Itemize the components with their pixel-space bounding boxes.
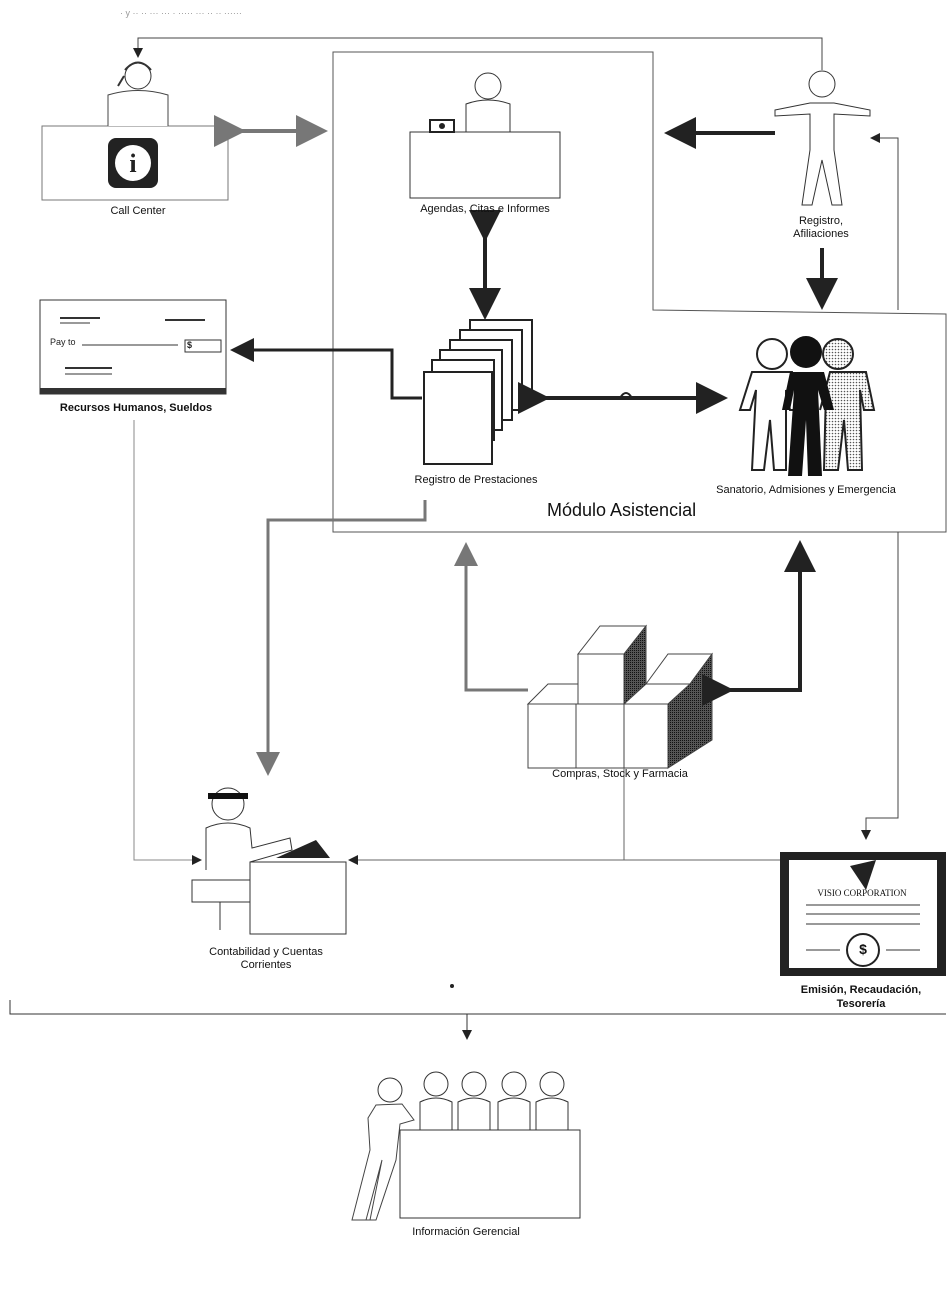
registro-label-line1: Registro, xyxy=(798,215,844,227)
accountant-icon xyxy=(191,787,347,935)
compras-label: Compras, Stock y Farmacia xyxy=(552,768,688,780)
people-group-icon xyxy=(738,336,876,476)
emision-label-line2: Tesorería xyxy=(836,998,886,1010)
registro-label-line2: Afiliaciones xyxy=(793,228,849,240)
documents-stack-icon xyxy=(423,319,533,465)
meeting-icon xyxy=(351,1071,581,1221)
emision-feedback-line xyxy=(870,133,899,310)
recursos-label: Recursos Humanos, Sueldos xyxy=(59,402,213,414)
feedback-line xyxy=(133,37,823,70)
call-center-label: Call Center xyxy=(110,205,166,217)
agendas-desk-icon xyxy=(409,72,561,199)
certificate-icon xyxy=(780,852,946,976)
call-center-icon: i xyxy=(41,61,229,201)
check-dollar: $ xyxy=(187,340,193,350)
emision-down-line xyxy=(861,532,899,840)
modulo-title: Módulo Asistencial xyxy=(547,500,697,520)
contabilidad-label-line2: Corrientes xyxy=(240,959,292,971)
sanatorio-label: Sanatorio, Admisiones y Emergencia xyxy=(716,484,896,496)
modulo-asistencial-boundary xyxy=(332,51,947,533)
prestaciones-contabilidad-arrow xyxy=(256,500,427,776)
certificate-dollar: $ xyxy=(859,941,867,957)
check-icon xyxy=(39,299,227,395)
gerencial-bracket xyxy=(9,1000,946,1015)
prestaciones-label: Registro de Prestaciones xyxy=(414,474,538,486)
agendas-label: Agendas, Citas e Informes xyxy=(420,203,550,215)
info-icon: i xyxy=(129,149,136,178)
stray-dot xyxy=(450,984,454,988)
contabilidad-label-line1: Contabilidad y Cuentas xyxy=(209,946,323,958)
compras-prestaciones-arrow xyxy=(454,542,528,692)
check-payto: Pay to xyxy=(50,337,76,347)
emision-label-line1: Emisión, Recaudación, xyxy=(800,984,922,996)
compras-sanatorio-arrow xyxy=(702,540,816,706)
prestaciones-recursos-arrow xyxy=(230,338,422,400)
recursos-contabilidad-line xyxy=(133,420,202,865)
certificate-company: VISIO CORPORATION xyxy=(817,888,907,898)
boxes-stack-icon xyxy=(526,624,713,769)
registro-person-icon xyxy=(774,70,871,206)
gerencial-label: Información Gerencial xyxy=(412,1226,520,1238)
header-text: · y ·· ·· ··· ··· · ····· ··· ·· ·· ····… xyxy=(120,8,242,18)
